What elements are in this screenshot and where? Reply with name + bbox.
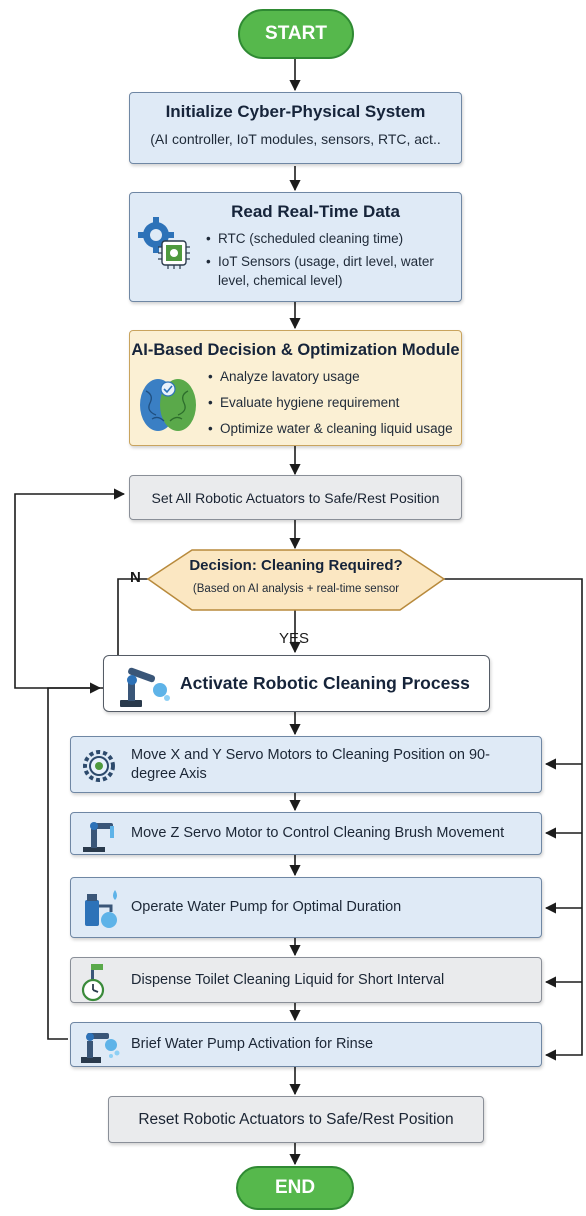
activate-cleaning-label: Activate Robotic Cleaning Process (180, 673, 470, 693)
bullet-item: RTC (scheduled cleaning time) (206, 229, 451, 248)
servo-gear-icon (83, 750, 115, 782)
step-dispense-liquid-box: Dispense Toilet Cleaning Liquid for Shor… (70, 957, 542, 1003)
chip-gear-icon (138, 217, 190, 269)
start-terminal: START (238, 9, 354, 59)
step-rinse-label: Brief Water Pump Activation for Rinse (131, 1036, 374, 1052)
robot-arm-icon (120, 667, 170, 707)
step-dispense-liquid-label: Dispense Toilet Cleaning Liquid for Shor… (131, 971, 445, 988)
ai-decision-module-box: AI-Based Decision & Optimization Module … (129, 330, 462, 446)
read-data-bullets: RTC (scheduled cleaning time) IoT Sensor… (206, 229, 451, 290)
bullet-item: Analyze lavatory usage (208, 367, 459, 386)
decision-text: Decision: Cleaning Required? (Based on A… (160, 553, 432, 607)
activate-cleaning-box: Activate Robotic Cleaning Process (103, 655, 490, 712)
yes-branch-label: YES (279, 630, 310, 647)
step-xy-servo-label: Move X and Y Servo Motors to Cleaning Po… (131, 746, 490, 782)
initialize-title: Initialize Cyber-Physical System (165, 102, 426, 121)
end-terminal: END (236, 1166, 354, 1210)
step-z-servo-label: Move Z Servo Motor to Control Cleaning B… (131, 825, 505, 841)
ai-module-title: AI-Based Decision & Optimization Module (131, 341, 460, 359)
set-safe-position-box: Set All Robotic Actuators to Safe/Rest P… (129, 475, 462, 520)
reset-actuators-box: Reset Robotic Actuators to Safe/Rest Pos… (108, 1096, 484, 1143)
water-pump-icon (85, 890, 117, 928)
bullet-item: IoT Sensors (usage, dirt level, water le… (206, 252, 451, 290)
step-z-servo-box: Move Z Servo Motor to Control Cleaning B… (70, 812, 542, 855)
rinse-arm-icon (81, 1033, 120, 1063)
ai-module-bullets: Analyze lavatory usage Evaluate hygiene … (208, 367, 459, 438)
end-label: END (274, 1177, 316, 1198)
step-water-pump-label: Operate Water Pump for Optimal Duration (131, 899, 402, 915)
decision-subtitle: (Based on AI analysis + real-time sensor (192, 583, 400, 595)
bullet-item: Evaluate hygiene requirement (208, 393, 459, 412)
read-data-title: Read Real-Time Data (231, 202, 400, 221)
decision-title: Decision: Cleaning Required? (189, 557, 403, 574)
step-xy-servo-box: Move X and Y Servo Motors to Cleaning Po… (70, 736, 542, 793)
reset-actuators-label: Reset Robotic Actuators to Safe/Rest Pos… (138, 1110, 454, 1128)
read-data-box: Read Real-Time Data RTC (scheduled clean… (129, 192, 462, 302)
no-branch-label: N (130, 569, 141, 586)
start-label: START (265, 23, 327, 44)
z-axis-arm-icon (83, 822, 114, 852)
initialize-system-box: Initialize Cyber-Physical System (AI con… (129, 92, 462, 164)
set-safe-position-label: Set All Robotic Actuators to Safe/Rest P… (151, 489, 440, 506)
bullet-item: Optimize water & cleaning liquid usage (208, 419, 459, 438)
step-rinse-box: Brief Water Pump Activation for Rinse (70, 1022, 542, 1067)
decision-diamond (146, 549, 446, 611)
initialize-subtitle: (AI controller, IoT modules, sensors, RT… (150, 131, 441, 147)
brain-icon (140, 379, 196, 431)
step-water-pump-box: Operate Water Pump for Optimal Duration (70, 877, 542, 938)
liquid-dispenser-icon (81, 964, 105, 1002)
